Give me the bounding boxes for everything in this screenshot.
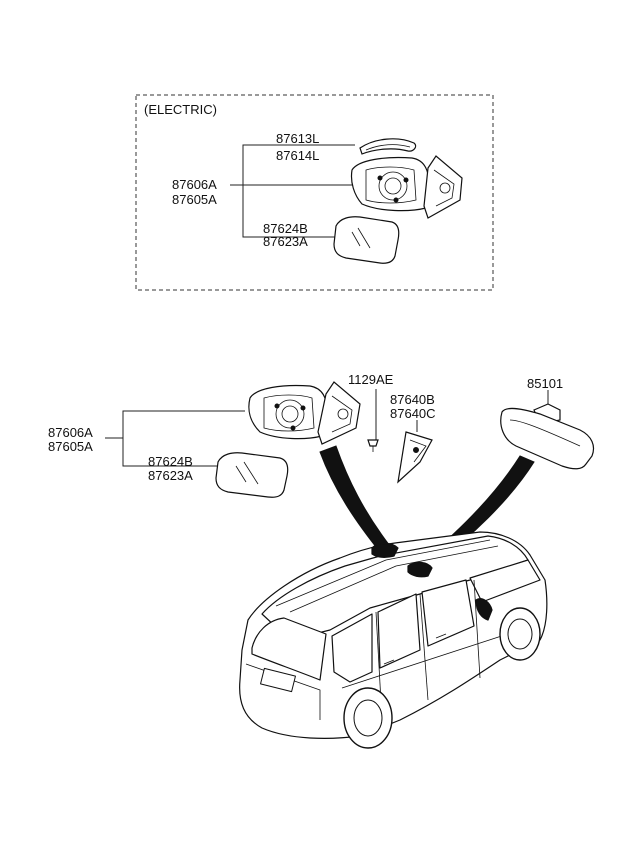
corner-garnish-part [397,431,433,484]
suv-vehicle-illustration [239,531,548,749]
screw-part [367,439,379,452]
label-87624B[interactable]: 87624B [148,454,193,469]
outside-mirror-assembly [248,381,361,445]
mirror-glass-part [215,452,289,498]
electric-inset: (ELECTRIC) 87613L 87614L 87606A 87605A 8… [135,94,494,291]
inset-label-87606A[interactable]: 87606A [172,177,217,192]
mirror-glass-part-inset [333,216,400,264]
inset-label-87624B[interactable]: 87624B [263,221,308,236]
inset-label-87623A[interactable]: 87623A [263,234,308,249]
label-85101[interactable]: 85101 [527,376,563,391]
mirror-cover-part [359,138,417,155]
inset-label-87614L[interactable]: 87614L [276,148,319,163]
inset-title: (ELECTRIC) [144,102,217,117]
label-87606A[interactable]: 87606A [48,425,93,440]
inset-label-87605A[interactable]: 87605A [172,192,217,207]
label-87640C[interactable]: 87640C [390,406,436,421]
outside-mirror-assembly-inset [350,155,463,219]
inside-rearview-mirror-part [500,403,595,470]
main-leader-lines [105,389,549,467]
label-1129AE[interactable]: 1129AE [348,372,394,387]
label-87623A[interactable]: 87623A [148,468,193,483]
inset-leader-lines [230,144,355,238]
inset-dashed-border [135,94,494,291]
label-87640B[interactable]: 87640B [390,392,435,407]
label-87605A[interactable]: 87605A [48,439,93,454]
inset-label-87613L[interactable]: 87613L [276,131,319,146]
